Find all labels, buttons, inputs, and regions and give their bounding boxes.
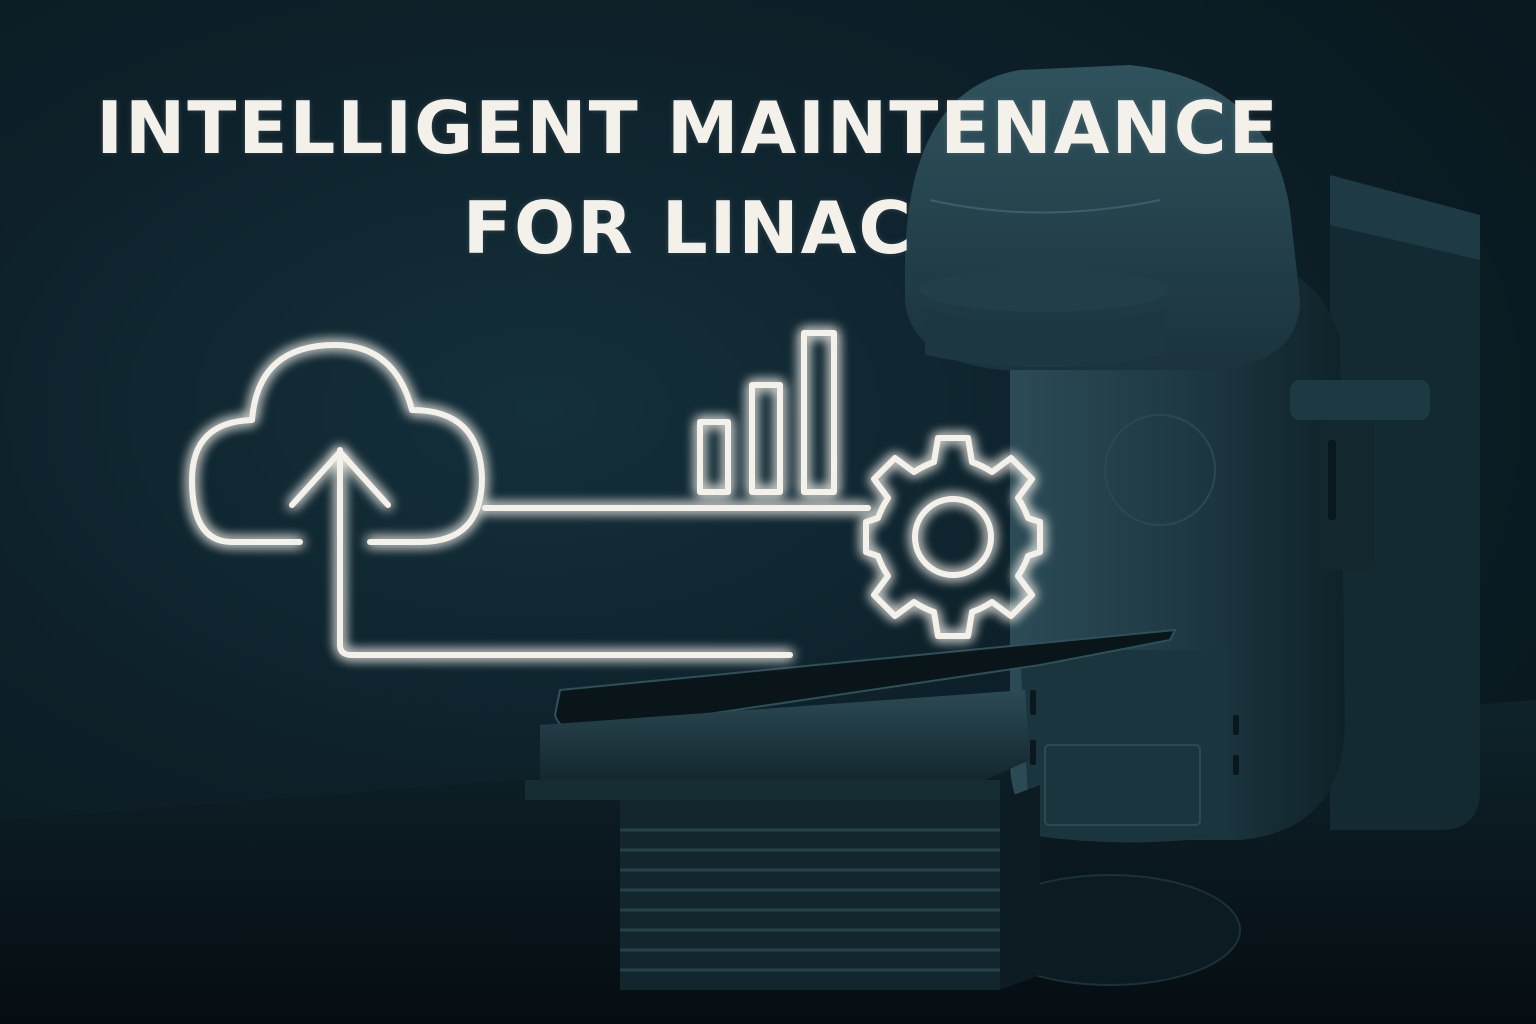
headline-line-2: FOR LINAC [462, 186, 914, 270]
couch-body [540, 690, 1030, 780]
linac-stand [1330, 175, 1480, 830]
bar-chart-icon [697, 330, 837, 495]
gear-icon [863, 435, 1043, 639]
cloud-upload-icon [189, 342, 793, 658]
linac-base-console [1020, 650, 1230, 843]
couch-pedestal [620, 785, 1040, 990]
headline-line-1: INTELLIGENT MAINTENANCE [96, 86, 1280, 170]
linac-side-panel [1290, 380, 1430, 420]
headline: INTELLIGENT MAINTENANCE FOR LINAC [0, 78, 1376, 278]
